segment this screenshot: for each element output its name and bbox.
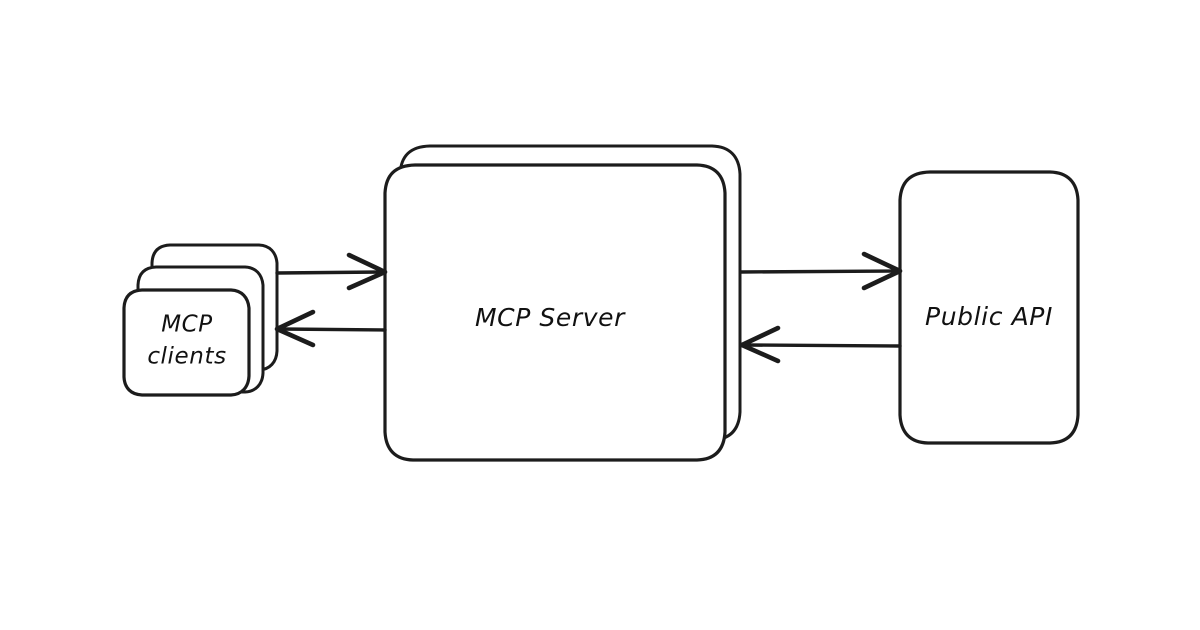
edge-api-to-server-line bbox=[743, 343, 902, 348]
public-api-label: Public API bbox=[925, 302, 1053, 331]
edge-api-to-server[interactable] bbox=[739, 325, 902, 364]
edge-clients-to-server-line bbox=[275, 270, 384, 275]
node-public-api[interactable]: Public API bbox=[898, 170, 1080, 445]
edge-server-to-clients[interactable] bbox=[274, 309, 387, 348]
mcp-server-label: MCP Server bbox=[475, 303, 626, 332]
mcp-clients-card-front bbox=[122, 288, 251, 397]
edge-server-to-api-arrowhead bbox=[861, 251, 903, 291]
node-mcp-server[interactable]: MCP Server bbox=[383, 144, 742, 462]
mcp-clients-label-line1: MCP bbox=[161, 312, 213, 338]
edge-server-to-api[interactable] bbox=[739, 251, 903, 291]
edge-server-to-api-line bbox=[739, 269, 899, 274]
mcp-server-card-front bbox=[383, 163, 727, 462]
public-api-card bbox=[898, 170, 1080, 445]
edge-server-to-clients-line bbox=[278, 327, 387, 332]
edge-clients-to-server-arrowhead bbox=[346, 252, 388, 291]
mcp-clients-label-line2: clients bbox=[147, 344, 226, 370]
edge-api-to-server-arrowhead bbox=[739, 325, 781, 364]
edge-server-to-clients-arrowhead bbox=[274, 309, 316, 348]
edge-clients-to-server[interactable] bbox=[275, 252, 388, 291]
node-mcp-clients[interactable]: MCP clients bbox=[122, 243, 279, 397]
